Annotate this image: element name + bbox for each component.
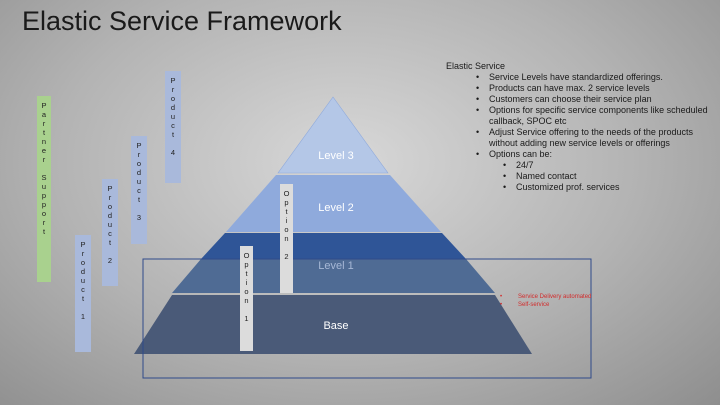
info-sub-bullet: 24/7 bbox=[446, 160, 716, 171]
info-bullet: Products can have max. 2 service levels bbox=[446, 83, 716, 94]
info-sub-bullet: Named contact bbox=[446, 171, 716, 182]
level2-tier bbox=[226, 175, 441, 232]
slide-title: Elastic Service Framework bbox=[22, 6, 342, 36]
service-note: Self-service bbox=[500, 301, 591, 309]
service-delivery-outline bbox=[142, 258, 592, 379]
info-bullet: Options for specific service components … bbox=[446, 105, 716, 127]
base-tier bbox=[134, 295, 532, 354]
service-note: Service Delivery automated bbox=[500, 293, 591, 301]
level3-tier bbox=[277, 96, 389, 174]
info-sub-bullet: Customized prof. services bbox=[446, 182, 716, 193]
info-bullet: Service Levels have standardized offerin… bbox=[446, 72, 716, 83]
base-label: Base bbox=[323, 320, 348, 332]
level2-label: Level 2 bbox=[318, 202, 353, 214]
level1-label: Level 1 bbox=[318, 260, 353, 272]
service-notes: Service Delivery automated Self-service bbox=[500, 293, 591, 309]
info-bullet: Options can be: bbox=[446, 149, 716, 160]
info-heading: Elastic Service bbox=[446, 61, 506, 71]
level1-tier-top bbox=[201, 233, 466, 259]
level3-label: Level 3 bbox=[318, 150, 353, 162]
elastic-service-info: Elastic Service Service Levels have stan… bbox=[446, 61, 716, 193]
info-bullet: Customers can choose their service plan bbox=[446, 94, 716, 105]
info-bullet: Adjust Service offering to the needs of … bbox=[446, 127, 716, 149]
